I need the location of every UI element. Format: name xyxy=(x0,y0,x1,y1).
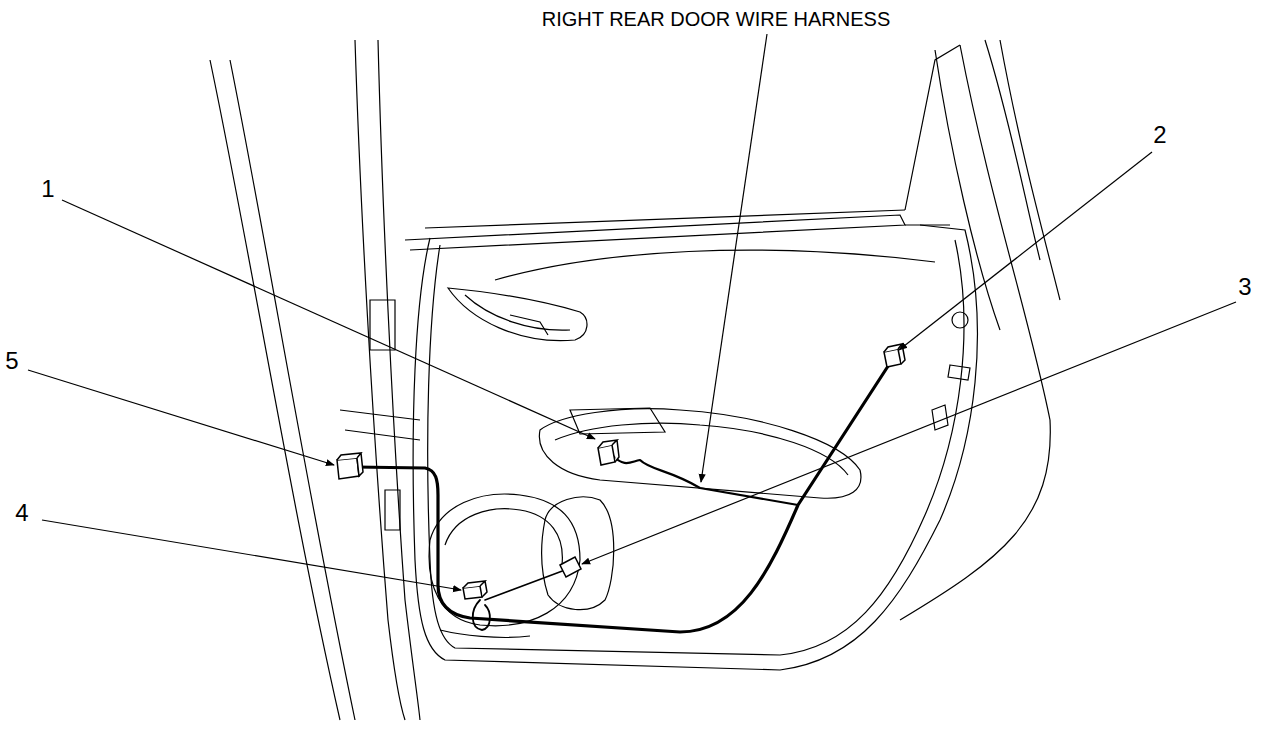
body-outline xyxy=(210,40,1060,720)
callout-number: 5 xyxy=(5,349,18,373)
callout-number: 3 xyxy=(1238,275,1251,299)
callout-number: 4 xyxy=(15,501,28,525)
connector-symbol xyxy=(337,344,905,599)
callout-number: 1 xyxy=(41,177,54,201)
leader-line xyxy=(28,34,1236,590)
callout-number: 2 xyxy=(1153,123,1166,147)
part-name: RIGHT REAR DOOR WIRE HARNESS xyxy=(542,9,891,29)
wire-harness xyxy=(355,360,892,632)
